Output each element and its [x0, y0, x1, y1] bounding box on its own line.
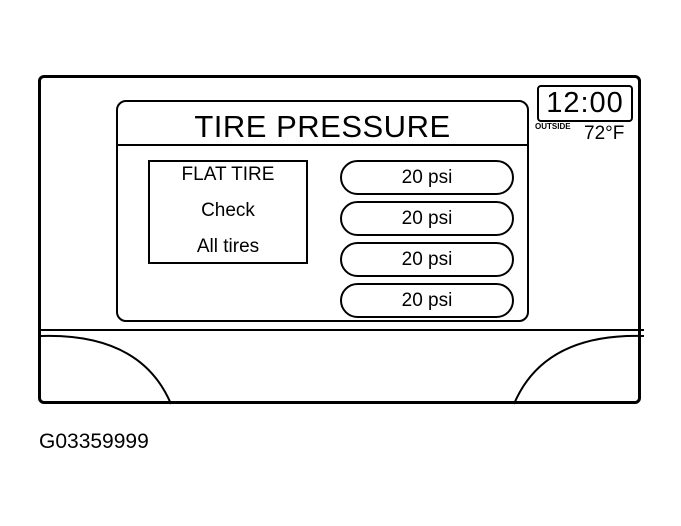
tire-pressure-screen: TIRE PRESSURE FLAT TIRE Check All tires … — [116, 100, 529, 322]
bezel-lower-trim — [41, 329, 644, 405]
tire-pressure-readout-3: 20 psi — [340, 242, 514, 277]
figure-code: G03359999 — [39, 430, 149, 453]
tire-pressure-readout-4: 20 psi — [340, 283, 514, 318]
warning-line-all-tires: All tires — [196, 236, 260, 257]
flat-tire-warning-box: FLAT TIRE Check All tires — [148, 160, 308, 264]
tire-pressure-readout-1: 20 psi — [340, 160, 514, 195]
screen-title: TIRE PRESSURE — [194, 109, 451, 144]
outside-temp-label: OUTSIDE — [535, 122, 571, 131]
outside-temperature: 72°F — [584, 123, 625, 144]
display-unit: TIRE PRESSURE FLAT TIRE Check All tires … — [38, 75, 644, 405]
warning-line-check: Check — [201, 200, 255, 221]
tire-pressure-readout-2: 20 psi — [340, 201, 514, 236]
title-divider — [118, 144, 527, 146]
warning-line-flat-tire: FLAT TIRE — [181, 164, 275, 185]
clock-display: 12:00 — [537, 85, 633, 122]
